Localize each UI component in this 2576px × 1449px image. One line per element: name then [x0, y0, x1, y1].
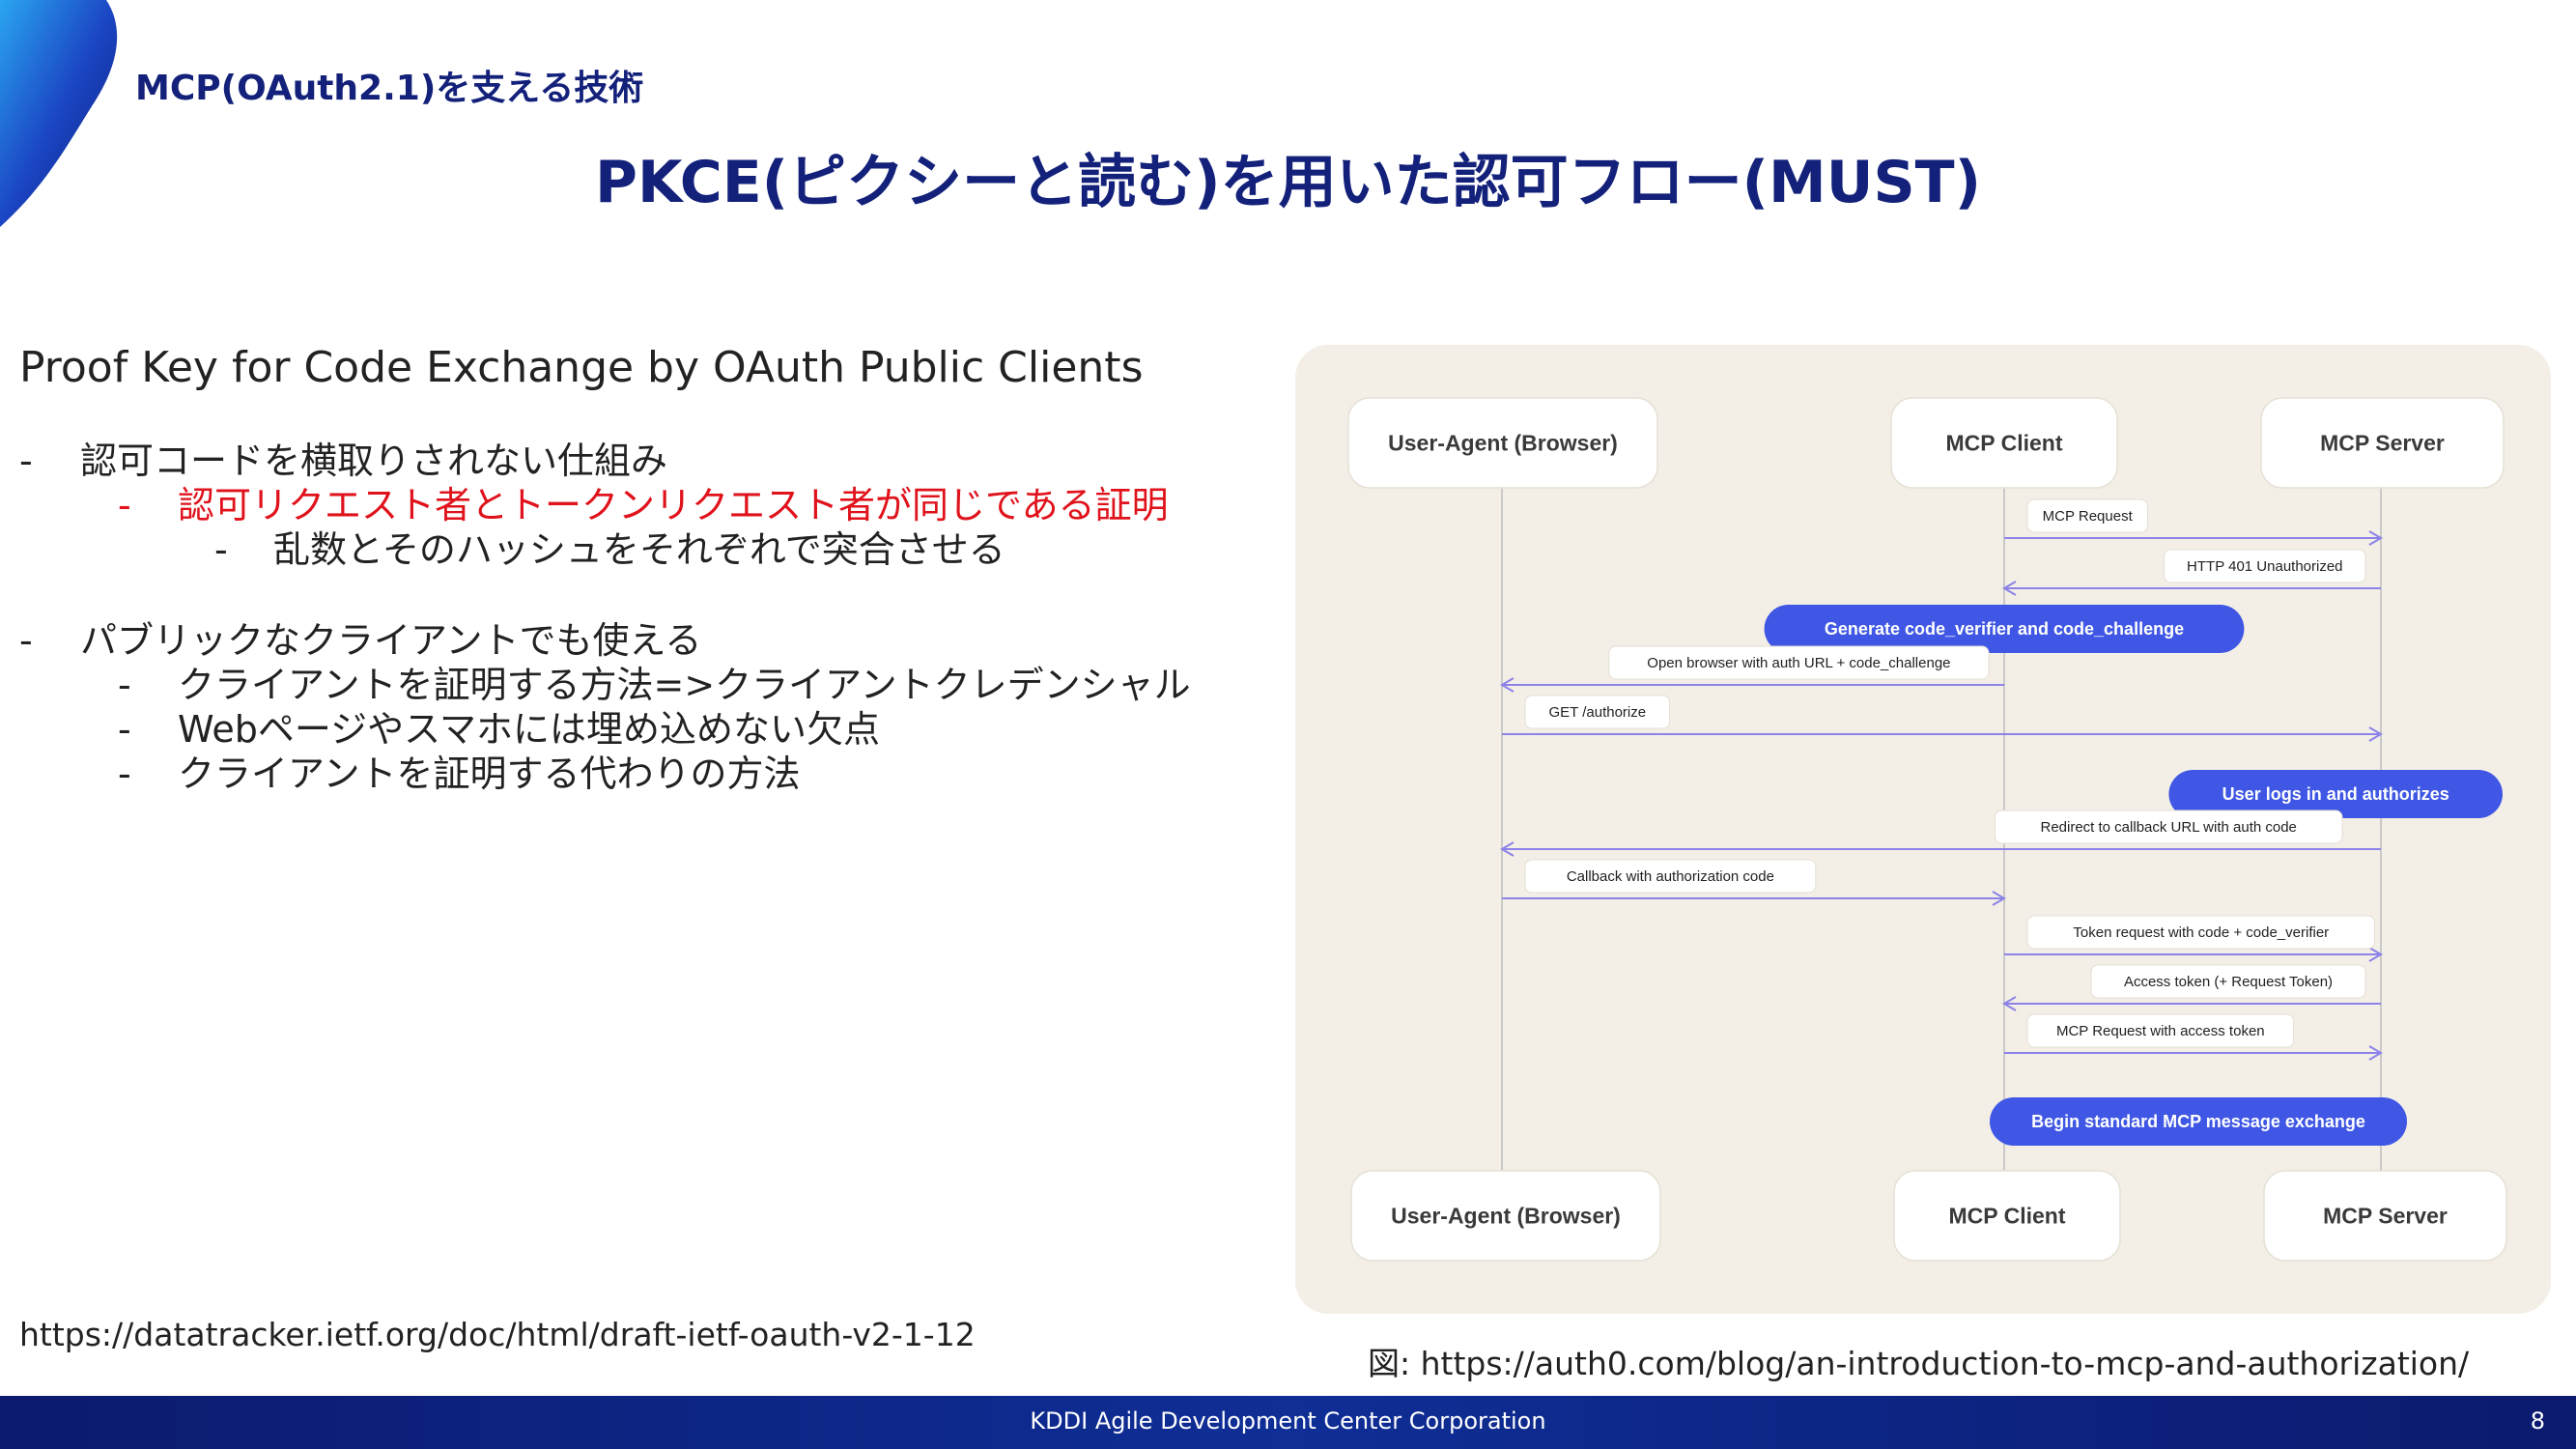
- message-label: Callback with authorization code: [1567, 868, 1774, 885]
- participant-top: MCP Server: [2260, 397, 2505, 489]
- bullet-item: - パブリックなクライアントでも使える: [19, 618, 1256, 663]
- content-column: Proof Key for Code Exchange by OAuth Pub…: [19, 343, 1256, 796]
- arrow-head: [2368, 530, 2383, 546]
- arrow-head: [1500, 677, 1514, 693]
- arrow-head: [2368, 726, 2383, 742]
- message-label-box: [2026, 498, 2148, 533]
- participant-box: [2263, 1170, 2507, 1262]
- pkce-subtitle: Proof Key for Code Exchange by OAuth Pub…: [19, 343, 1144, 392]
- participant-top: MCP Client: [1890, 397, 2118, 489]
- action-label: Begin standard MCP message exchange: [2031, 1112, 2365, 1131]
- participant-label: MCP Server: [2323, 1204, 2448, 1229]
- message-label: Open browser with auth URL + code_challe…: [1647, 655, 1950, 671]
- participant-box: [1347, 397, 1658, 489]
- participant-bottom: User-Agent (Browser): [1350, 1170, 1661, 1262]
- message-label-box: [2164, 549, 2366, 583]
- bullet-item: - クライアントを証明する方法=>クライアントクレデンシャル: [19, 663, 1256, 707]
- footer-company: KDDI Agile Development Center Corporatio…: [1030, 1407, 1546, 1435]
- bullet-dash: -: [214, 528, 228, 571]
- arrow-head: [2002, 996, 2017, 1011]
- message-label: Redirect to callback URL with auth code: [2040, 819, 2296, 836]
- bullet-item: - 認可コードを横取りされない仕組み: [19, 439, 1256, 483]
- slide-title: PKCE(ピクシーと読む)を用いた認可フロー(MUST): [594, 149, 1982, 216]
- bullet-item: - Webページやスマホには埋め込めない欠点: [19, 707, 1256, 752]
- message-label: MCP Request: [2043, 508, 2134, 525]
- footer-bar: KDDI Agile Development Center Corporatio…: [0, 1396, 2576, 1449]
- message-label-box: [1524, 859, 1817, 894]
- bullet-text: 乱数とそのハッシュをそれぞれで突合させる: [273, 528, 1005, 571]
- participant-label: MCP Client: [1949, 1204, 2066, 1229]
- bullet-item: - クライアントを証明する代わりの方法: [19, 752, 1256, 796]
- bullet-text: Webページやスマホには埋め込めない欠点: [178, 708, 880, 751]
- participant-box: [2260, 397, 2505, 489]
- message-label-box: [2090, 964, 2366, 999]
- bullet-text: クライアントを証明する代わりの方法: [178, 753, 801, 795]
- participant-bottom: MCP Server: [2263, 1170, 2507, 1262]
- bullet-dash: -: [19, 440, 33, 482]
- corner-decoration: [0, 0, 118, 227]
- arrow-head: [2368, 947, 2383, 962]
- reference-link-ietf[interactable]: https://datatracker.ietf.org/doc/html/dr…: [19, 1316, 976, 1353]
- bullet-text: 認可リクエスト者とトークンリクエスト者が同じである証明: [178, 484, 1169, 526]
- arrow-head: [2368, 1045, 2383, 1061]
- arrow-head: [1992, 891, 2006, 906]
- action-pill: [2168, 770, 2503, 818]
- participant-bottom: MCP Client: [1893, 1170, 2121, 1262]
- bullet-dash: -: [19, 619, 33, 662]
- figure-source-link[interactable]: 図: https://auth0.com/blog/an-introductio…: [1368, 1345, 2470, 1382]
- bullet-dash: -: [118, 708, 131, 751]
- participant-label: User-Agent (Browser): [1391, 1204, 1621, 1229]
- message-label: MCP Request with access token: [2056, 1023, 2265, 1039]
- bullet-dash: -: [118, 484, 131, 526]
- bullet-item: - 乱数とそのハッシュをそれぞれで突合させる: [19, 527, 1256, 572]
- participant-label: MCP Server: [2320, 431, 2445, 456]
- message-label-box: [1608, 645, 1990, 680]
- message-label-box: [2026, 915, 2376, 950]
- arrow-head: [2002, 581, 2017, 596]
- bullet-dash: -: [118, 753, 131, 795]
- message-label-box: [1994, 810, 2343, 844]
- action-pill: [1990, 1097, 2407, 1146]
- bullet-dash: -: [118, 664, 131, 706]
- bullet-item-highlight: - 認可リクエスト者とトークンリクエスト者が同じである証明: [19, 483, 1256, 527]
- message-label-box: [2026, 1013, 2295, 1048]
- bullet-text: パブリックなクライアントでも使える: [80, 619, 702, 662]
- participant-label: User-Agent (Browser): [1388, 431, 1618, 456]
- participant-top: User-Agent (Browser): [1347, 397, 1658, 489]
- page-number: 8: [2530, 1407, 2545, 1435]
- action-label: Generate code_verifier and code_challeng…: [1825, 619, 2184, 639]
- message-label: HTTP 401 Unauthorized: [2187, 558, 2342, 575]
- message-label: GET /authorize: [1548, 704, 1646, 721]
- arrow-head: [1500, 841, 1514, 857]
- section-label: MCP(OAuth2.1)を支える技術: [135, 69, 644, 108]
- participant-label: MCP Client: [1946, 431, 2063, 456]
- bullet-text: 認可コードを横取りされない仕組み: [80, 440, 668, 482]
- message-label: Token request with code + code_verifier: [2073, 924, 2329, 941]
- participant-box: [1350, 1170, 1661, 1262]
- action-label: User logs in and authorizes: [2222, 784, 2449, 804]
- participant-box: [1893, 1170, 2121, 1262]
- action-pill: [1764, 605, 2245, 653]
- message-label-box: [1524, 695, 1671, 729]
- message-label: Access token (+ Request Token): [2124, 974, 2333, 990]
- bullet-text: クライアントを証明する方法=>クライアントクレデンシャル: [178, 664, 1191, 706]
- participant-box: [1890, 397, 2118, 489]
